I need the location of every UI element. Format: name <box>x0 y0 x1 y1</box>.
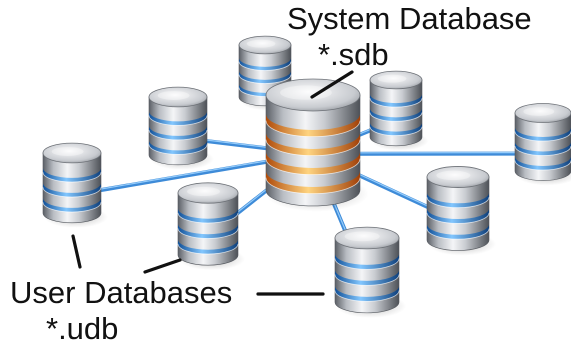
cylinder-top-highlight <box>377 74 407 83</box>
cylinder-top-highlight <box>51 147 84 156</box>
cylinder-body <box>148 96 208 166</box>
band-edge <box>369 126 423 136</box>
band-edge <box>265 139 361 157</box>
blue-band <box>335 270 399 286</box>
blue-band <box>178 239 239 255</box>
band-edge <box>148 130 208 141</box>
band-edge <box>334 258 400 270</box>
user-databases-leader-mid <box>143 258 182 274</box>
cylinder-top <box>426 166 490 188</box>
band-edge <box>177 228 239 239</box>
cylinder-top <box>514 103 571 123</box>
band-edge <box>514 160 571 171</box>
band-edge <box>514 131 571 142</box>
system-database-cylinder <box>265 78 369 212</box>
band-edge <box>334 274 400 286</box>
user-database-cylinder <box>177 182 245 271</box>
user-databases-extension: *.udb <box>46 311 119 343</box>
band-edge <box>369 98 423 108</box>
blue-band <box>370 108 422 122</box>
blue-band <box>515 156 571 171</box>
orange-band <box>266 152 360 175</box>
blue-band <box>370 94 422 108</box>
cylinder-top-highlight <box>436 170 471 181</box>
cylinder-body <box>426 176 490 251</box>
band-edge <box>265 120 361 138</box>
band-edge <box>334 290 400 302</box>
blue-band <box>370 122 422 136</box>
system-database-label: System Database <box>287 1 532 36</box>
cylinder-body <box>334 237 400 314</box>
band-edge <box>42 187 102 198</box>
database-cylinders <box>42 35 571 318</box>
user-database-cylinder <box>514 103 571 186</box>
user-databases-leader-left <box>71 234 82 269</box>
blue-band <box>515 127 571 142</box>
user-database-cylinder <box>369 70 429 151</box>
orange-band <box>266 133 360 156</box>
band-edge <box>369 112 423 122</box>
band-edge <box>265 177 361 195</box>
blue-band <box>43 168 101 183</box>
cylinder-top-highlight <box>157 91 190 100</box>
blue-band <box>515 142 571 156</box>
band-edge <box>426 228 490 240</box>
band-edge <box>238 61 292 71</box>
user-database-cylinder <box>334 226 407 318</box>
band-edge <box>265 158 361 176</box>
cylinder-body <box>42 152 102 224</box>
blue-band <box>149 140 207 155</box>
blue-band <box>43 183 101 198</box>
band-edge <box>177 212 239 224</box>
band-edge <box>177 243 239 255</box>
cylinder-body <box>369 79 423 147</box>
blue-band <box>178 224 239 239</box>
band-edge <box>42 202 102 213</box>
system-database-leader <box>310 70 354 99</box>
user-databases-label: User Databases <box>10 275 233 310</box>
band-edge <box>426 212 490 224</box>
cylinder-top <box>238 35 292 55</box>
orange-band <box>266 171 360 194</box>
cylinder-top-highlight <box>344 231 380 242</box>
cylinder-top-highlight <box>246 39 276 48</box>
blue-band <box>427 224 489 240</box>
band-edge <box>514 145 571 156</box>
blue-band <box>427 192 489 208</box>
cylinder-top <box>148 86 208 108</box>
cylinder-top <box>334 226 400 250</box>
blue-band <box>335 254 399 270</box>
blue-band <box>427 208 489 224</box>
blue-band <box>239 71 291 84</box>
blue-band <box>239 58 291 71</box>
label-leader-lines <box>71 70 354 296</box>
blue-band <box>149 111 207 126</box>
cylinder-top-highlight <box>280 85 332 100</box>
cylinder-top-highlight <box>523 107 555 116</box>
cylinder-top-highlight <box>187 186 220 197</box>
user-database-cylinder <box>426 166 497 256</box>
user-database-cylinder <box>148 86 214 170</box>
user-database-cylinder <box>42 142 108 228</box>
cylinder-top <box>369 70 423 90</box>
cylinder-body <box>514 112 571 181</box>
band-edge <box>148 144 208 155</box>
band-edge <box>238 74 292 84</box>
band-edge <box>426 197 490 209</box>
system-database-extension: *.sdb <box>318 37 389 72</box>
blue-band <box>149 126 207 140</box>
blue-band <box>335 286 399 302</box>
band-edge <box>148 115 208 126</box>
blue-band <box>43 198 101 213</box>
orange-band <box>266 114 360 137</box>
blue-band <box>178 208 239 224</box>
cylinder-top <box>177 182 239 204</box>
cylinder-top <box>42 142 102 164</box>
band-edge <box>42 172 102 183</box>
